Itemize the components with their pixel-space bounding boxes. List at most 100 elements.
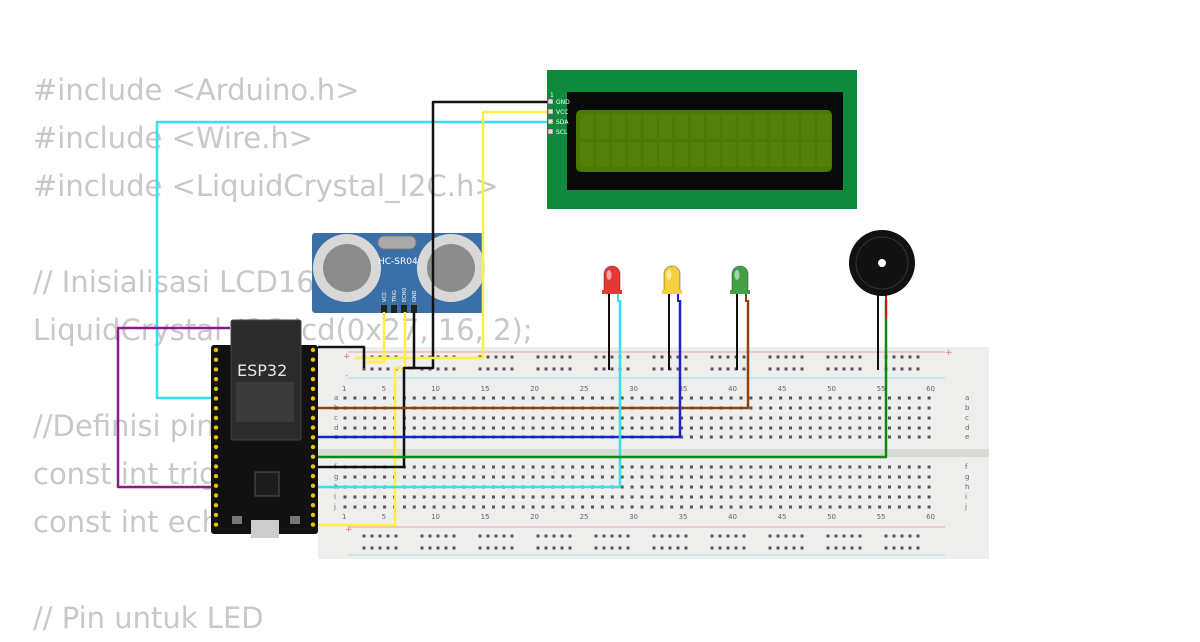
breadboard-hole[interactable] [531,475,535,479]
breadboard-hole[interactable] [917,406,921,410]
breadboard-hole[interactable] [680,505,684,509]
lcd-pin[interactable] [547,108,554,115]
rail-hole[interactable] [668,534,672,538]
breadboard-hole[interactable] [680,426,684,430]
rail-hole[interactable] [626,367,630,371]
rail-hole[interactable] [502,367,506,371]
breadboard-hole[interactable] [769,426,773,430]
breadboard-hole[interactable] [769,406,773,410]
breadboard-hole[interactable] [620,485,624,489]
breadboard-hole[interactable] [769,435,773,439]
breadboard-hole[interactable] [858,416,862,420]
breadboard-hole[interactable] [492,396,495,400]
breadboard-hole[interactable] [353,426,357,430]
breadboard-hole[interactable] [581,416,585,420]
breadboard-hole[interactable] [660,416,664,420]
breadboard-hole[interactable] [838,426,842,430]
wire-lcd-gnd-black[interactable] [408,100,547,370]
rail-hole[interactable] [502,534,506,538]
esp32-pin[interactable] [310,396,316,401]
breadboard-hole[interactable] [670,426,674,430]
breadboard-hole[interactable] [482,505,486,509]
breadboard-hole[interactable] [927,396,931,400]
breadboard-hole[interactable] [531,416,535,420]
breadboard-hole[interactable] [482,416,486,420]
breadboard-hole[interactable] [462,505,466,509]
breadboard-hole[interactable] [383,475,387,479]
rail-hole[interactable] [602,355,606,359]
breadboard-hole[interactable] [709,465,713,469]
rail-hole[interactable] [362,534,366,538]
rail-hole[interactable] [850,534,854,538]
breadboard-hole[interactable] [759,435,763,439]
esp32-pin[interactable] [213,396,219,401]
wire-sensor-gnd-black[interactable] [318,312,416,469]
breadboard-hole[interactable] [620,475,624,479]
breadboard-hole[interactable] [373,416,377,420]
breadboard-hole[interactable] [383,396,387,400]
breadboard-hole[interactable] [798,505,802,509]
breadboard-hole[interactable] [759,406,763,410]
breadboard-hole[interactable] [709,426,713,430]
breadboard-hole[interactable] [739,485,743,489]
breadboard-hole[interactable] [897,406,901,410]
breadboard-hole[interactable] [432,495,436,499]
rail-hole[interactable] [452,367,456,371]
breadboard-hole[interactable] [878,495,882,499]
breadboard-hole[interactable] [353,416,357,420]
breadboard-hole[interactable] [769,416,773,420]
rail-hole[interactable] [652,534,656,538]
breadboard-hole[interactable] [561,426,565,430]
breadboard-hole[interactable] [600,396,604,400]
esp32-pin[interactable] [213,367,219,372]
breadboard-hole[interactable] [591,505,594,509]
breadboard-hole[interactable] [511,465,515,469]
breadboard-hole[interactable] [402,505,406,509]
breadboard-hole[interactable] [660,485,664,489]
breadboard-hole[interactable] [690,495,693,499]
breadboard-hole[interactable] [759,416,763,420]
breadboard-hole[interactable] [749,426,753,430]
breadboard-hole[interactable] [838,495,842,499]
breadboard-hole[interactable] [808,475,812,479]
esp32-pin[interactable] [213,503,219,508]
breadboard-hole[interactable] [779,435,783,439]
breadboard-hole[interactable] [907,396,911,400]
breadboard-hole[interactable] [927,485,931,489]
breadboard-hole[interactable] [670,396,674,400]
breadboard-hole[interactable] [838,485,842,489]
breadboard-hole[interactable] [719,426,723,430]
rail-hole[interactable] [834,546,838,550]
rail-hole[interactable] [594,355,598,359]
breadboard-hole[interactable] [719,475,723,479]
rail-hole[interactable] [710,546,714,550]
breadboard-hole[interactable] [779,495,783,499]
rail-hole[interactable] [486,355,490,359]
breadboard-hole[interactable] [541,495,545,499]
breadboard-hole[interactable] [709,416,713,420]
red-led[interactable] [602,265,622,370]
breadboard-hole[interactable] [789,416,792,420]
breadboard-hole[interactable] [640,475,644,479]
breadboard-hole[interactable] [858,505,862,509]
breadboard-hole[interactable] [729,465,733,469]
breadboard-hole[interactable] [868,406,872,410]
esp32-pin[interactable] [310,386,316,391]
breadboard-hole[interactable] [789,465,792,469]
breadboard-hole[interactable] [729,435,733,439]
breadboard-hole[interactable] [798,465,802,469]
breadboard-hole[interactable] [492,505,495,509]
lcd-pin[interactable] [547,98,554,105]
breadboard-hole[interactable] [452,475,456,479]
breadboard-hole[interactable] [868,396,872,400]
esp32-pin[interactable] [213,493,219,498]
breadboard-hole[interactable] [690,396,693,400]
rail-hole[interactable] [626,534,630,538]
rail-hole[interactable] [768,546,772,550]
breadboard-hole[interactable] [630,426,634,430]
esp32-pin[interactable] [310,406,316,411]
breadboard-hole[interactable] [650,485,654,489]
breadboard-hole[interactable] [739,465,743,469]
rail-hole[interactable] [370,534,374,538]
breadboard-hole[interactable] [442,505,446,509]
